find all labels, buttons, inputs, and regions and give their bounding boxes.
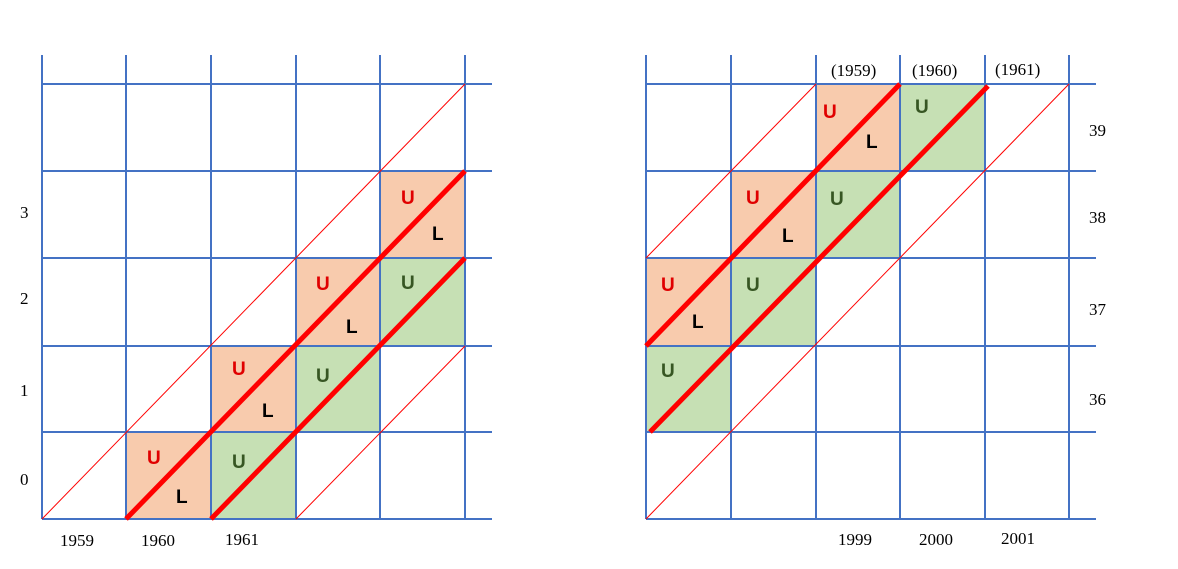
right-u-letter: U <box>823 102 837 123</box>
right-y-axis-labels: 36 37 38 39 <box>1089 121 1107 409</box>
left-u-letter: U <box>401 273 415 294</box>
right-u-letter: U <box>661 361 675 382</box>
right-x-axis-labels: 1999 2000 2001 <box>838 529 1035 549</box>
left-l-letter: L <box>346 317 358 338</box>
right-y-label: 37 <box>1089 300 1107 319</box>
right-y-label: 38 <box>1089 208 1106 227</box>
right-u-letter: U <box>915 97 929 118</box>
left-u-letter: U <box>232 452 246 473</box>
right-thick-lifelines <box>644 82 990 434</box>
right-grid <box>645 55 1096 520</box>
left-l-letter: L <box>432 224 444 245</box>
left-u-letter: U <box>316 274 330 295</box>
right-cell-green-38 <box>816 171 900 258</box>
right-top-labels: (1959) (1960) (1961) <box>831 60 1040 80</box>
left-u-letter: U <box>147 448 161 469</box>
right-x-label: 2000 <box>919 530 953 549</box>
right-y-label: 36 <box>1089 390 1106 409</box>
right-u-letter: U <box>830 189 844 210</box>
right-cell-letters: U U L U U L U U L U <box>661 97 929 382</box>
right-u-letter: U <box>746 188 760 209</box>
right-thin-lifelines <box>645 83 1070 520</box>
right-panel: U U L U U L U U L U (1959) (1960) (1961)… <box>644 55 1107 549</box>
left-u-letter: U <box>401 188 415 209</box>
right-u-letter: U <box>661 275 675 296</box>
right-x-label: 2001 <box>1001 529 1035 548</box>
right-cell-green-39 <box>900 84 985 171</box>
left-y-label: 2 <box>20 289 29 308</box>
left-x-label: 1960 <box>141 531 175 550</box>
left-cell-letters: U L U U L U U L U U L <box>147 188 444 508</box>
right-top-label: (1959) <box>831 61 876 80</box>
right-x-label: 1999 <box>838 530 872 549</box>
right-u-letter: U <box>746 275 760 296</box>
right-top-label: (1960) <box>912 61 957 80</box>
left-l-letter: L <box>262 401 274 422</box>
left-x-axis-labels: 1959 1960 1961 <box>60 530 259 550</box>
left-grid <box>41 55 492 520</box>
left-y-label: 1 <box>20 381 29 400</box>
right-l-letter: L <box>782 226 794 247</box>
left-panel: U L U U L U U L U U L 0 1 2 3 1959 1960 … <box>20 55 492 550</box>
left-l-letter: L <box>176 487 188 508</box>
left-y-axis-labels: 0 1 2 3 <box>20 203 29 489</box>
left-thin-lifelines <box>41 83 466 520</box>
left-x-label: 1961 <box>225 530 259 549</box>
right-l-letter: L <box>692 312 704 333</box>
right-l-letter: L <box>866 132 878 153</box>
left-u-letter: U <box>232 359 246 380</box>
left-u-letter: U <box>316 366 330 387</box>
left-y-label: 3 <box>20 203 29 222</box>
left-y-label: 0 <box>20 470 29 489</box>
right-top-label: (1961) <box>995 60 1040 79</box>
left-x-label: 1959 <box>60 531 94 550</box>
left-thick-lifelines <box>124 169 467 521</box>
right-y-label: 39 <box>1089 121 1106 140</box>
